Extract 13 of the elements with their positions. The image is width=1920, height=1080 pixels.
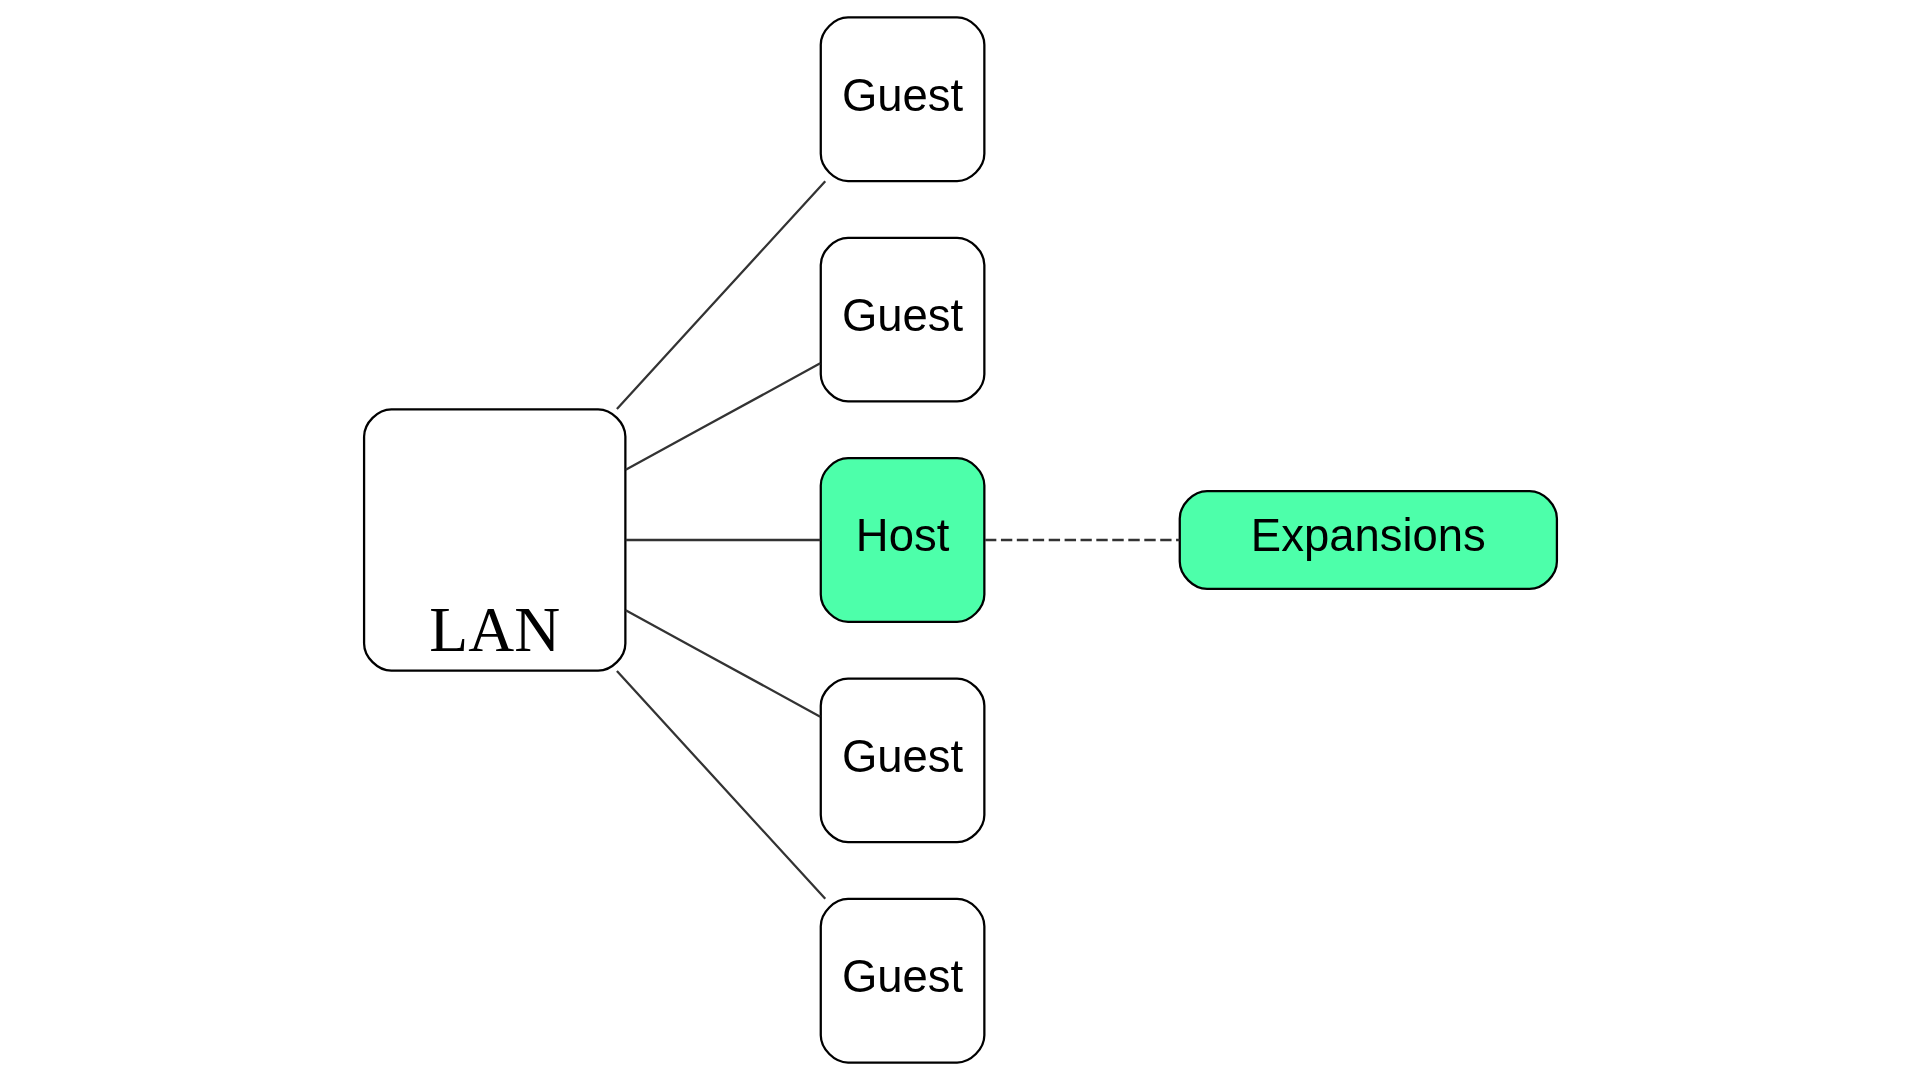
node-box: Expansions — [1178, 490, 1558, 590]
connector — [615, 180, 826, 410]
connector — [624, 362, 821, 471]
connector — [625, 538, 820, 542]
node-box: Guest — [819, 16, 985, 183]
connector — [615, 670, 826, 900]
node-box: Host — [819, 457, 985, 623]
node-box: Guest — [819, 236, 985, 403]
connector — [624, 609, 821, 718]
connector — [984, 538, 1179, 542]
node-box: Guest — [819, 897, 985, 1064]
node-box: Guest — [819, 677, 985, 844]
node-box: LAN — [362, 408, 626, 672]
